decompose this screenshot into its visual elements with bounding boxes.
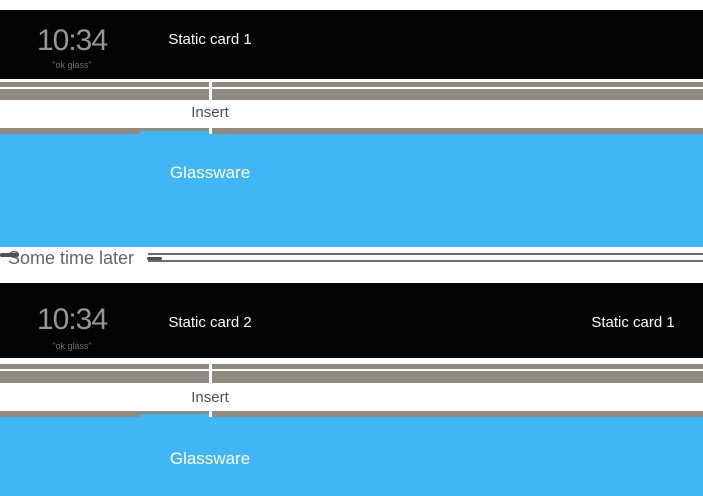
static-card-2-label: Static card 2 <box>168 314 252 331</box>
insert-row: Insert <box>0 383 703 411</box>
static-card-1-label: Static card 1 <box>168 31 252 48</box>
clock-time: 10:34 <box>36 24 108 57</box>
glassware-insert-tab <box>140 414 209 417</box>
timeline-track-thin <box>0 364 703 369</box>
insert-gap-marker <box>209 82 212 100</box>
glassware-label: Glassware <box>169 449 251 468</box>
glassware-label: Glassware <box>169 163 251 182</box>
glassware-insert-tab <box>140 131 209 135</box>
timeline-strip: 10:34 "ok glass" Static card 2 Static ca… <box>0 283 703 358</box>
time-divider-squiggle <box>147 257 162 260</box>
timeline-track-bottom <box>0 411 703 417</box>
ok-glass-hotword: "ok glass" <box>52 341 92 351</box>
insert-label: Insert <box>191 104 229 121</box>
glassware-card: Glassware <box>0 417 703 496</box>
time-divider-left-mark <box>0 253 19 257</box>
insert-gap-marker <box>209 128 212 134</box>
static-card-1-label: Static card 1 <box>591 314 675 331</box>
time-divider-line-bottom <box>148 260 703 262</box>
insert-row: Insert <box>0 100 703 128</box>
timeline-strip: 10:34 "ok glass" Static card 1 <box>0 10 703 79</box>
timeline-track-thick <box>0 89 703 100</box>
insert-gap-marker <box>209 411 212 417</box>
glassware-card: Glassware <box>0 134 703 247</box>
timeline-track-thick <box>0 371 703 383</box>
insert-gap-marker <box>209 364 212 383</box>
timeline-track-thin <box>0 82 703 87</box>
time-divider-line-top <box>148 253 703 255</box>
timeline-track-bottom <box>0 128 703 134</box>
insert-label: Insert <box>191 389 229 406</box>
time-divider-label: Some time later <box>8 248 135 268</box>
clock-time: 10:34 <box>36 303 108 336</box>
ok-glass-hotword: "ok glass" <box>52 60 92 70</box>
